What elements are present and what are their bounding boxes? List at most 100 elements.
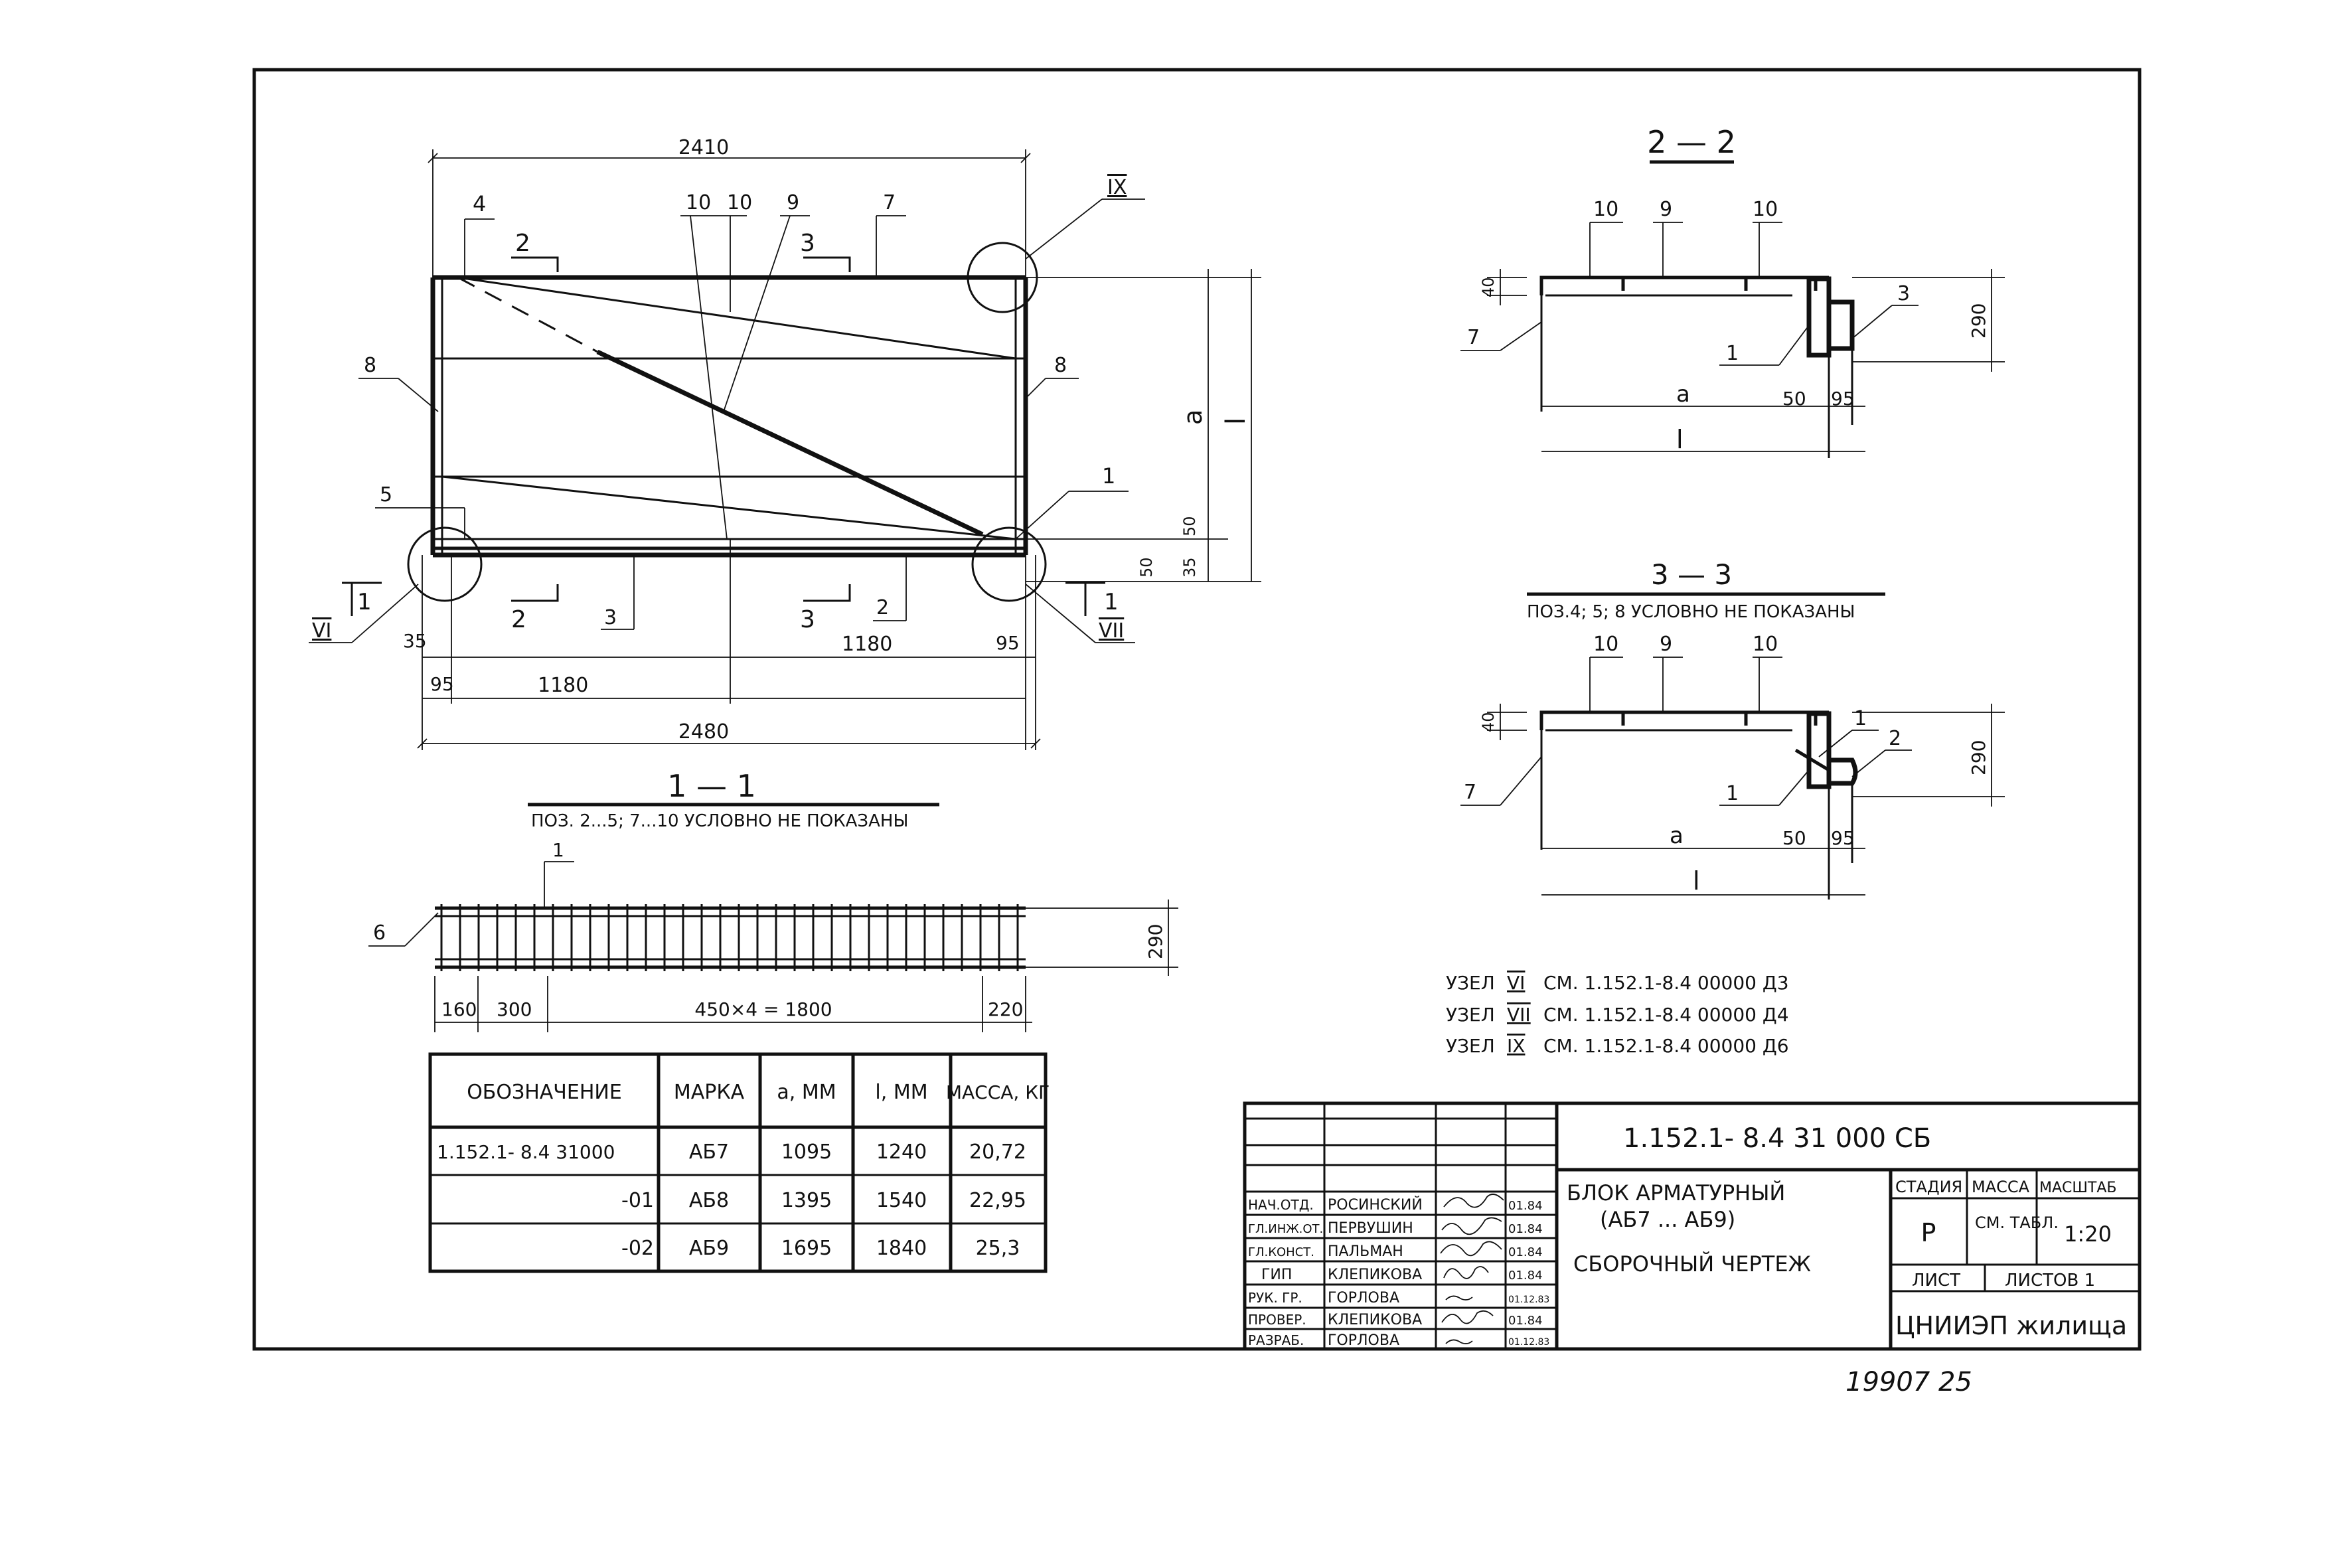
svg-text:УЗЕЛ: УЗЕЛ [1446, 1035, 1495, 1057]
callout-9: 9 [787, 191, 799, 214]
sheet-label: ЛИСТ [1912, 1271, 1960, 1291]
dim-95-left: 95 [430, 673, 454, 695]
section-2-2: 2 — 2 a 50 95 l 40 290 10 9 10 [1460, 124, 2005, 458]
svg-text:УЗЕЛ: УЗЕЛ [1446, 972, 1495, 994]
s22-dim-40: 40 [1479, 277, 1498, 297]
staff-row: ГЛ.ИНЖ.ОТ. ПЕРВУШИН 01.84 [1248, 1220, 1543, 1237]
svg-text:НАЧ.ОТД.: НАЧ.ОТД. [1248, 1197, 1314, 1213]
spec-table: ОБОЗНАЧЕНИЕ МАРКА a, ММ l, ММ МАССА, КГ … [428, 1052, 1050, 1273]
plan-view: 2410 95 1180 1180 95 35 2480 a l 50 50 3… [309, 136, 1261, 750]
svg-text:01.84: 01.84 [1508, 1245, 1543, 1259]
s33-dim-a: a [1670, 823, 1684, 849]
svg-text:1095: 1095 [781, 1140, 832, 1164]
svg-text:ГЛ.ИНЖ.ОТ.: ГЛ.ИНЖ.ОТ. [1248, 1222, 1323, 1236]
s33-label-9: 9 [1660, 633, 1672, 656]
svg-text:IX: IX [1507, 1035, 1525, 1057]
th-designation: ОБОЗНАЧЕНИЕ [467, 1081, 622, 1104]
svg-text:20,72: 20,72 [969, 1140, 1026, 1164]
node-vii-circle [971, 526, 1047, 602]
section-1-1-note: ПОЗ. 2...5; 7...10 УСЛОВНО НЕ ПОКАЗАНЫ [531, 811, 908, 831]
svg-text:VI: VI [1507, 972, 1525, 994]
drawing-name-1: БЛОК АРМАТУРНЫЙ [1567, 1180, 1785, 1206]
svg-text:ПЕРВУШИН: ПЕРВУШИН [1328, 1220, 1413, 1237]
scale-value: 1:20 [2064, 1221, 2112, 1247]
title-block: НАЧ.ОТД. РОСИНСКИЙ 01.84 ГЛ.ИНЖ.ОТ. ПЕРВ… [1243, 1101, 2142, 1351]
staff-row: РУК. ГР. ГОРЛОВА 01.12.83 [1248, 1290, 1549, 1306]
section-3-3-note: ПОЗ.4; 5; 8 УСЛОВНО НЕ ПОКАЗАНЫ [1527, 602, 1855, 622]
sheet-frame [252, 68, 2142, 1351]
svg-text:-01: -01 [621, 1189, 654, 1212]
cut-1-right: 1 [1104, 589, 1119, 615]
svg-text:ПАЛЬМАН: ПАЛЬМАН [1328, 1243, 1403, 1260]
svg-text:СМ. 1.152.1-8.4 00000 Д3: СМ. 1.152.1-8.4 00000 Д3 [1543, 972, 1789, 994]
s33-label-1b: 1 [1726, 782, 1739, 805]
node-ref-row: УЗЕЛ IX СМ. 1.152.1-8.4 00000 Д6 [1446, 1035, 1789, 1057]
cut-1-left: 1 [357, 589, 372, 615]
svg-text:01.84: 01.84 [1508, 1314, 1543, 1328]
stage-value: Р [1921, 1218, 1936, 1247]
svg-text:-02: -02 [621, 1237, 654, 1260]
svg-text:УЗЕЛ: УЗЕЛ [1446, 1004, 1495, 1026]
svg-text:01.84: 01.84 [1508, 1222, 1543, 1236]
svg-text:КЛЕПИКОВА: КЛЕПИКОВА [1328, 1312, 1422, 1328]
dim-35: 35 [1180, 557, 1199, 578]
svg-text:01.84: 01.84 [1508, 1269, 1543, 1283]
s22-dim-290: 290 [1968, 303, 1990, 339]
staff-row: ПРОВЕР. КЛЕПИКОВА 01.84 [1248, 1312, 1543, 1328]
drawing-name-2: (АБ7 ... АБ9) [1600, 1207, 1735, 1232]
svg-text:КЛЕПИКОВА: КЛЕПИКОВА [1328, 1267, 1422, 1283]
svg-text:ПРОВЕР.: ПРОВЕР. [1248, 1312, 1306, 1328]
callout-1: 1 [1102, 463, 1115, 489]
svg-text:АБ9: АБ9 [689, 1237, 729, 1260]
table-row: 1.152.1- 8.4 31000 АБ7 1095 1240 20,72 [437, 1140, 1026, 1164]
section-2-2-title: 2 — 2 [1647, 124, 1736, 160]
dim-a: a [1178, 410, 1208, 425]
section-3-3: 3 — 3 ПОЗ.4; 5; 8 УСЛОВНО НЕ ПОКАЗАНЫ a … [1460, 558, 2005, 900]
th-l: l, ММ [875, 1081, 927, 1104]
svg-text:1840: 1840 [876, 1237, 927, 1260]
staff-row: ГИП КЛЕПИКОВА 01.84 [1261, 1267, 1543, 1283]
scale-header: МАСШТАБ [2039, 1180, 2117, 1196]
svg-text:ГЛ.КОНСТ.: ГЛ.КОНСТ. [1248, 1245, 1314, 1259]
cut-2-bottom: 2 [511, 606, 526, 633]
dim-2480: 2480 [678, 720, 729, 744]
s33-dim-95: 95 [1831, 827, 1855, 849]
s22-dim-95: 95 [1831, 388, 1855, 410]
callout-8-left: 8 [364, 354, 376, 377]
svg-text:АБ8: АБ8 [689, 1189, 729, 1212]
dim-50b: 50 [1137, 557, 1156, 578]
svg-text:РУК. ГР.: РУК. ГР. [1248, 1290, 1302, 1306]
dim-290-s11: 290 [1144, 924, 1166, 959]
svg-text:РОСИНСКИЙ: РОСИНСКИЙ [1328, 1196, 1423, 1214]
s22-label-1: 1 [1726, 342, 1739, 365]
s22-dim-50: 50 [1782, 388, 1806, 410]
svg-text:01.12.83: 01.12.83 [1508, 1294, 1549, 1305]
s33-dim-50: 50 [1782, 827, 1806, 849]
stage-header: СТАДИЯ [1895, 1178, 1962, 1196]
dim-35-left: 35 [403, 630, 427, 652]
callout-2: 2 [876, 596, 889, 619]
dim-300: 300 [497, 998, 532, 1020]
svg-text:ГОРЛОВА: ГОРЛОВА [1328, 1290, 1399, 1306]
node-ref-row: УЗЕЛ VII СМ. 1.152.1-8.4 00000 Д4 [1446, 1004, 1789, 1026]
s33-label-2: 2 [1889, 727, 1901, 750]
node-vii-label: VII [1099, 619, 1124, 643]
callout-3: 3 [604, 606, 617, 629]
drawing-name-3: СБОРОЧНЫЙ ЧЕРТЕЖ [1573, 1251, 1811, 1277]
svg-text:22,95: 22,95 [969, 1189, 1026, 1212]
cut-3-top: 3 [800, 230, 815, 257]
dim-l: l [1221, 418, 1251, 425]
th-mark: МАРКА [674, 1081, 745, 1104]
node-ref-row: УЗЕЛ VI СМ. 1.152.1-8.4 00000 Д3 [1446, 972, 1789, 994]
s33-label-1a: 1 [1854, 707, 1867, 730]
svg-text:1395: 1395 [781, 1189, 832, 1212]
s22-label-3: 3 [1897, 282, 1910, 305]
dim-1180-right: 1180 [842, 633, 892, 656]
svg-text:1.152.1- 8.4 31000: 1.152.1- 8.4 31000 [437, 1141, 615, 1163]
table-row: -01 АБ8 1395 1540 22,95 [621, 1189, 1026, 1212]
svg-text:РАЗРАБ.: РАЗРАБ. [1248, 1332, 1304, 1348]
svg-text:СМ. 1.152.1-8.4 00000 Д6: СМ. 1.152.1-8.4 00000 Д6 [1543, 1035, 1789, 1057]
drawing-code: 1.152.1- 8.4 31 000 СБ [1623, 1123, 1931, 1154]
section-1-1-title: 1 — 1 [667, 768, 756, 804]
svg-text:VII: VII [1507, 1004, 1531, 1026]
